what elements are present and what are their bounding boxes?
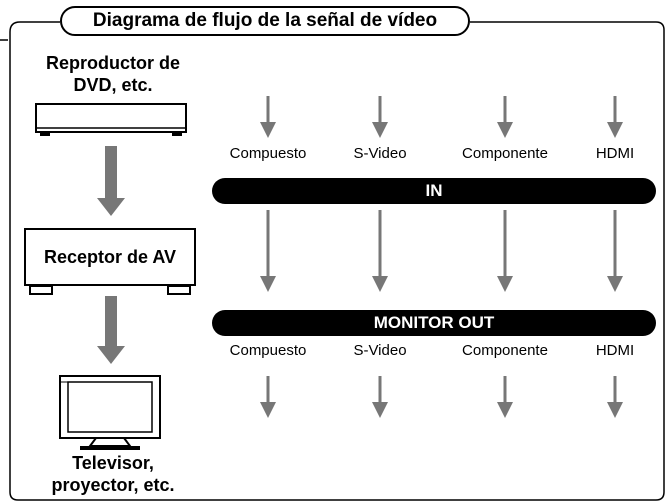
arrow-dvd-to-receiver [97,146,125,216]
arrow-receiver-to-tv [97,296,125,364]
arrow-through-component [497,210,513,292]
display-device-label: Televisor, proyector, etc. [18,452,208,496]
arrow-out-hdmi [607,376,623,418]
source-label-line2: DVD, etc. [73,75,153,95]
source-device-label: Reproductor de DVD, etc. [18,52,208,96]
arrow-out-component [497,376,513,418]
monitor-out-bar: MONITOR OUT [212,310,656,336]
signal-in-component: Componente [462,145,548,162]
arrow-through-composite [260,210,276,292]
arrow-out-composite [260,376,276,418]
arrow-in-svideo [372,96,388,138]
arrow-in-hdmi [607,96,623,138]
arrow-in-composite [260,96,276,138]
display-label-line1: Televisor, [72,453,154,473]
output-arrows-bottom [260,376,623,418]
signal-in-hdmi: HDMI [595,145,635,162]
av-receiver-box: Receptor de AV [24,228,196,286]
signal-out-composite: Compuesto [229,342,307,359]
pass-through-arrows [260,210,623,292]
diagram-title: Diagrama de flujo de la señal de vídeo [60,6,470,36]
in-bar: IN [212,178,656,204]
signal-in-svideo: S-Video [353,145,407,162]
signal-in-composite: Compuesto [229,145,307,162]
input-arrows-top [260,96,623,138]
arrow-out-svideo [372,376,388,418]
dvd-player-icon [35,103,187,136]
in-bar-label: IN [425,181,443,200]
monitor-out-bar-label: MONITOR OUT [373,313,495,332]
arrow-through-svideo [372,210,388,292]
display-label-line2: proyector, etc. [51,475,175,495]
source-label-line1: Reproductor de [45,53,180,73]
receiver-label: Receptor de AV [43,246,177,267]
receiver-feet [29,285,191,295]
signal-out-component: Componente [462,342,548,359]
arrow-through-hdmi [607,210,623,292]
signal-out-hdmi: HDMI [595,342,635,359]
arrow-in-component [497,96,513,138]
signal-out-svideo: S-Video [353,342,407,359]
outer-frame [9,21,665,501]
television-icon [59,375,161,450]
